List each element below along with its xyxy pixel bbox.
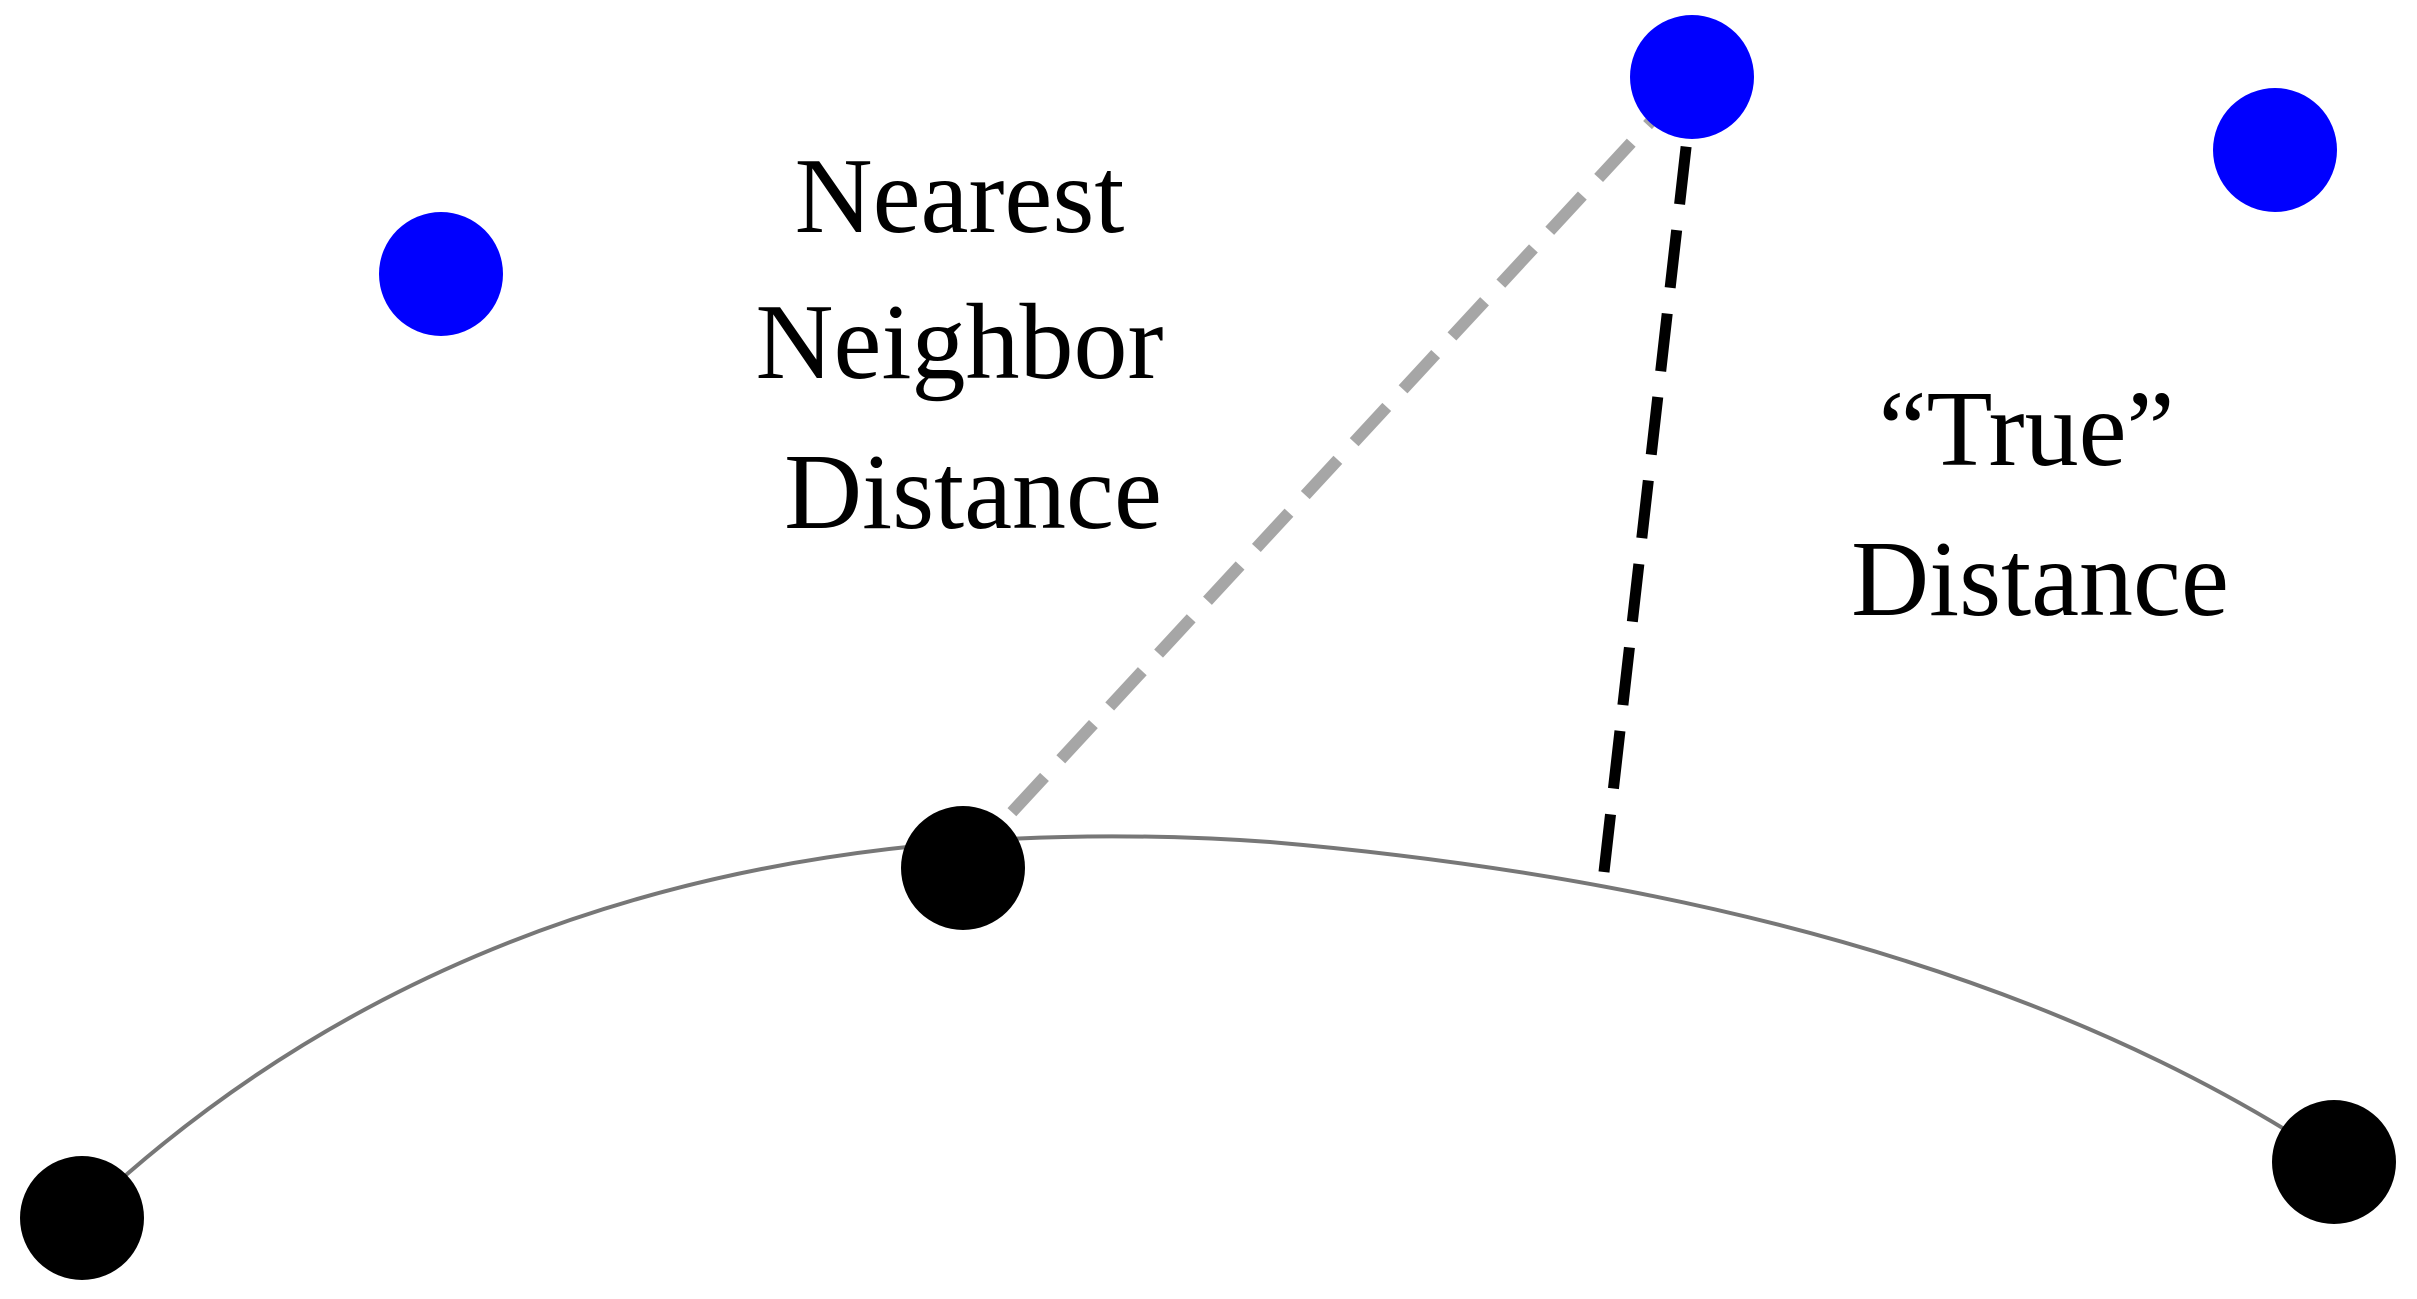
nn-label-line-2: Neighbor xyxy=(756,283,1164,402)
nn-label-line-1: Nearest xyxy=(795,137,1125,256)
manifold-point-nearest xyxy=(901,806,1025,930)
nearest-neighbor-distance-line xyxy=(958,72,1697,870)
true-distance-label: “True” Distance xyxy=(1851,370,2229,639)
manifold-curve xyxy=(80,834,2332,1217)
manifold-point-right-end xyxy=(2272,1100,2396,1224)
off-manifold-point-right xyxy=(2213,88,2337,212)
nearest-neighbor-distance-label: Nearest Neighbor Distance xyxy=(756,137,1191,552)
true-label-line-1: “True” xyxy=(1879,370,2175,489)
manifold-point-left-end xyxy=(20,1156,144,1280)
nn-label-line-3: Distance xyxy=(784,433,1162,552)
true-label-line-2: Distance xyxy=(1851,520,2229,639)
off-manifold-point-left xyxy=(379,212,503,336)
off-manifold-point-query xyxy=(1630,15,1754,139)
true-distance-line xyxy=(1598,129,1694,873)
